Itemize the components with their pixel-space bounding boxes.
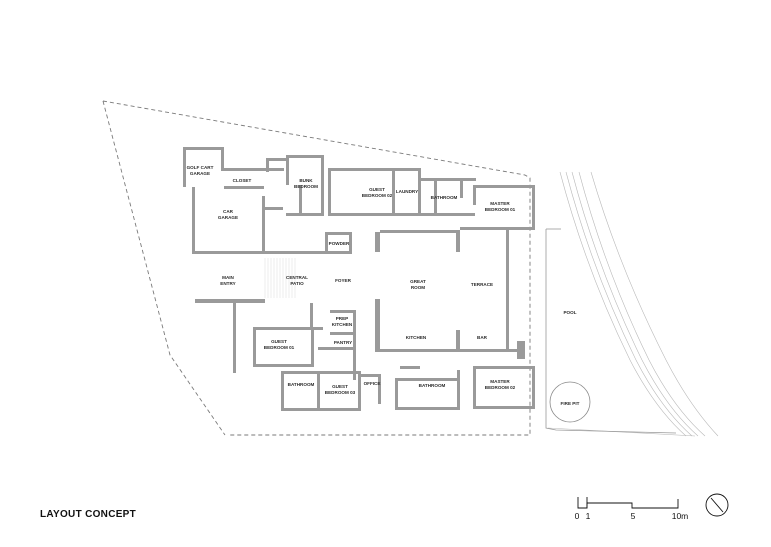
- label-pool: POOL: [563, 310, 576, 315]
- label-laundry: LAUNDRY: [396, 189, 418, 194]
- site-boundary: [102, 100, 531, 436]
- road-lines: [547, 171, 719, 437]
- label-fire-pit: FIRE PIT: [561, 401, 580, 406]
- label-bathroom-west: BATHROOM: [288, 382, 315, 387]
- label-foyer: FOYER: [335, 278, 352, 283]
- label-kitchen: KITCHEN: [406, 335, 427, 340]
- walls: [183, 147, 535, 411]
- page-title: LAYOUT CONCEPT: [40, 509, 137, 520]
- label-terrace: TERRACE: [471, 282, 493, 287]
- north-arrow-icon: [705, 493, 729, 517]
- label-bar: BAR: [477, 335, 488, 340]
- scale-label-10m: 10m: [672, 511, 689, 521]
- label-closet: CLOSET: [233, 178, 252, 183]
- patio-stairs: [264, 258, 296, 298]
- label-pantry: PANTRY: [334, 340, 352, 345]
- scale-bar: [577, 497, 679, 509]
- label-bathroom-south: BATHROOM: [419, 383, 446, 388]
- label-powder: POWDER: [329, 241, 350, 246]
- label-bathroom-north: BATHROOM: [431, 195, 458, 200]
- fire-pit-circle: [549, 381, 591, 423]
- scale-label-5: 5: [631, 511, 636, 521]
- pool-outline: [545, 228, 677, 434]
- scale-label-0: 0: [575, 511, 580, 521]
- label-office: OFFICE: [364, 381, 381, 386]
- scale-label-1: 1: [586, 511, 591, 521]
